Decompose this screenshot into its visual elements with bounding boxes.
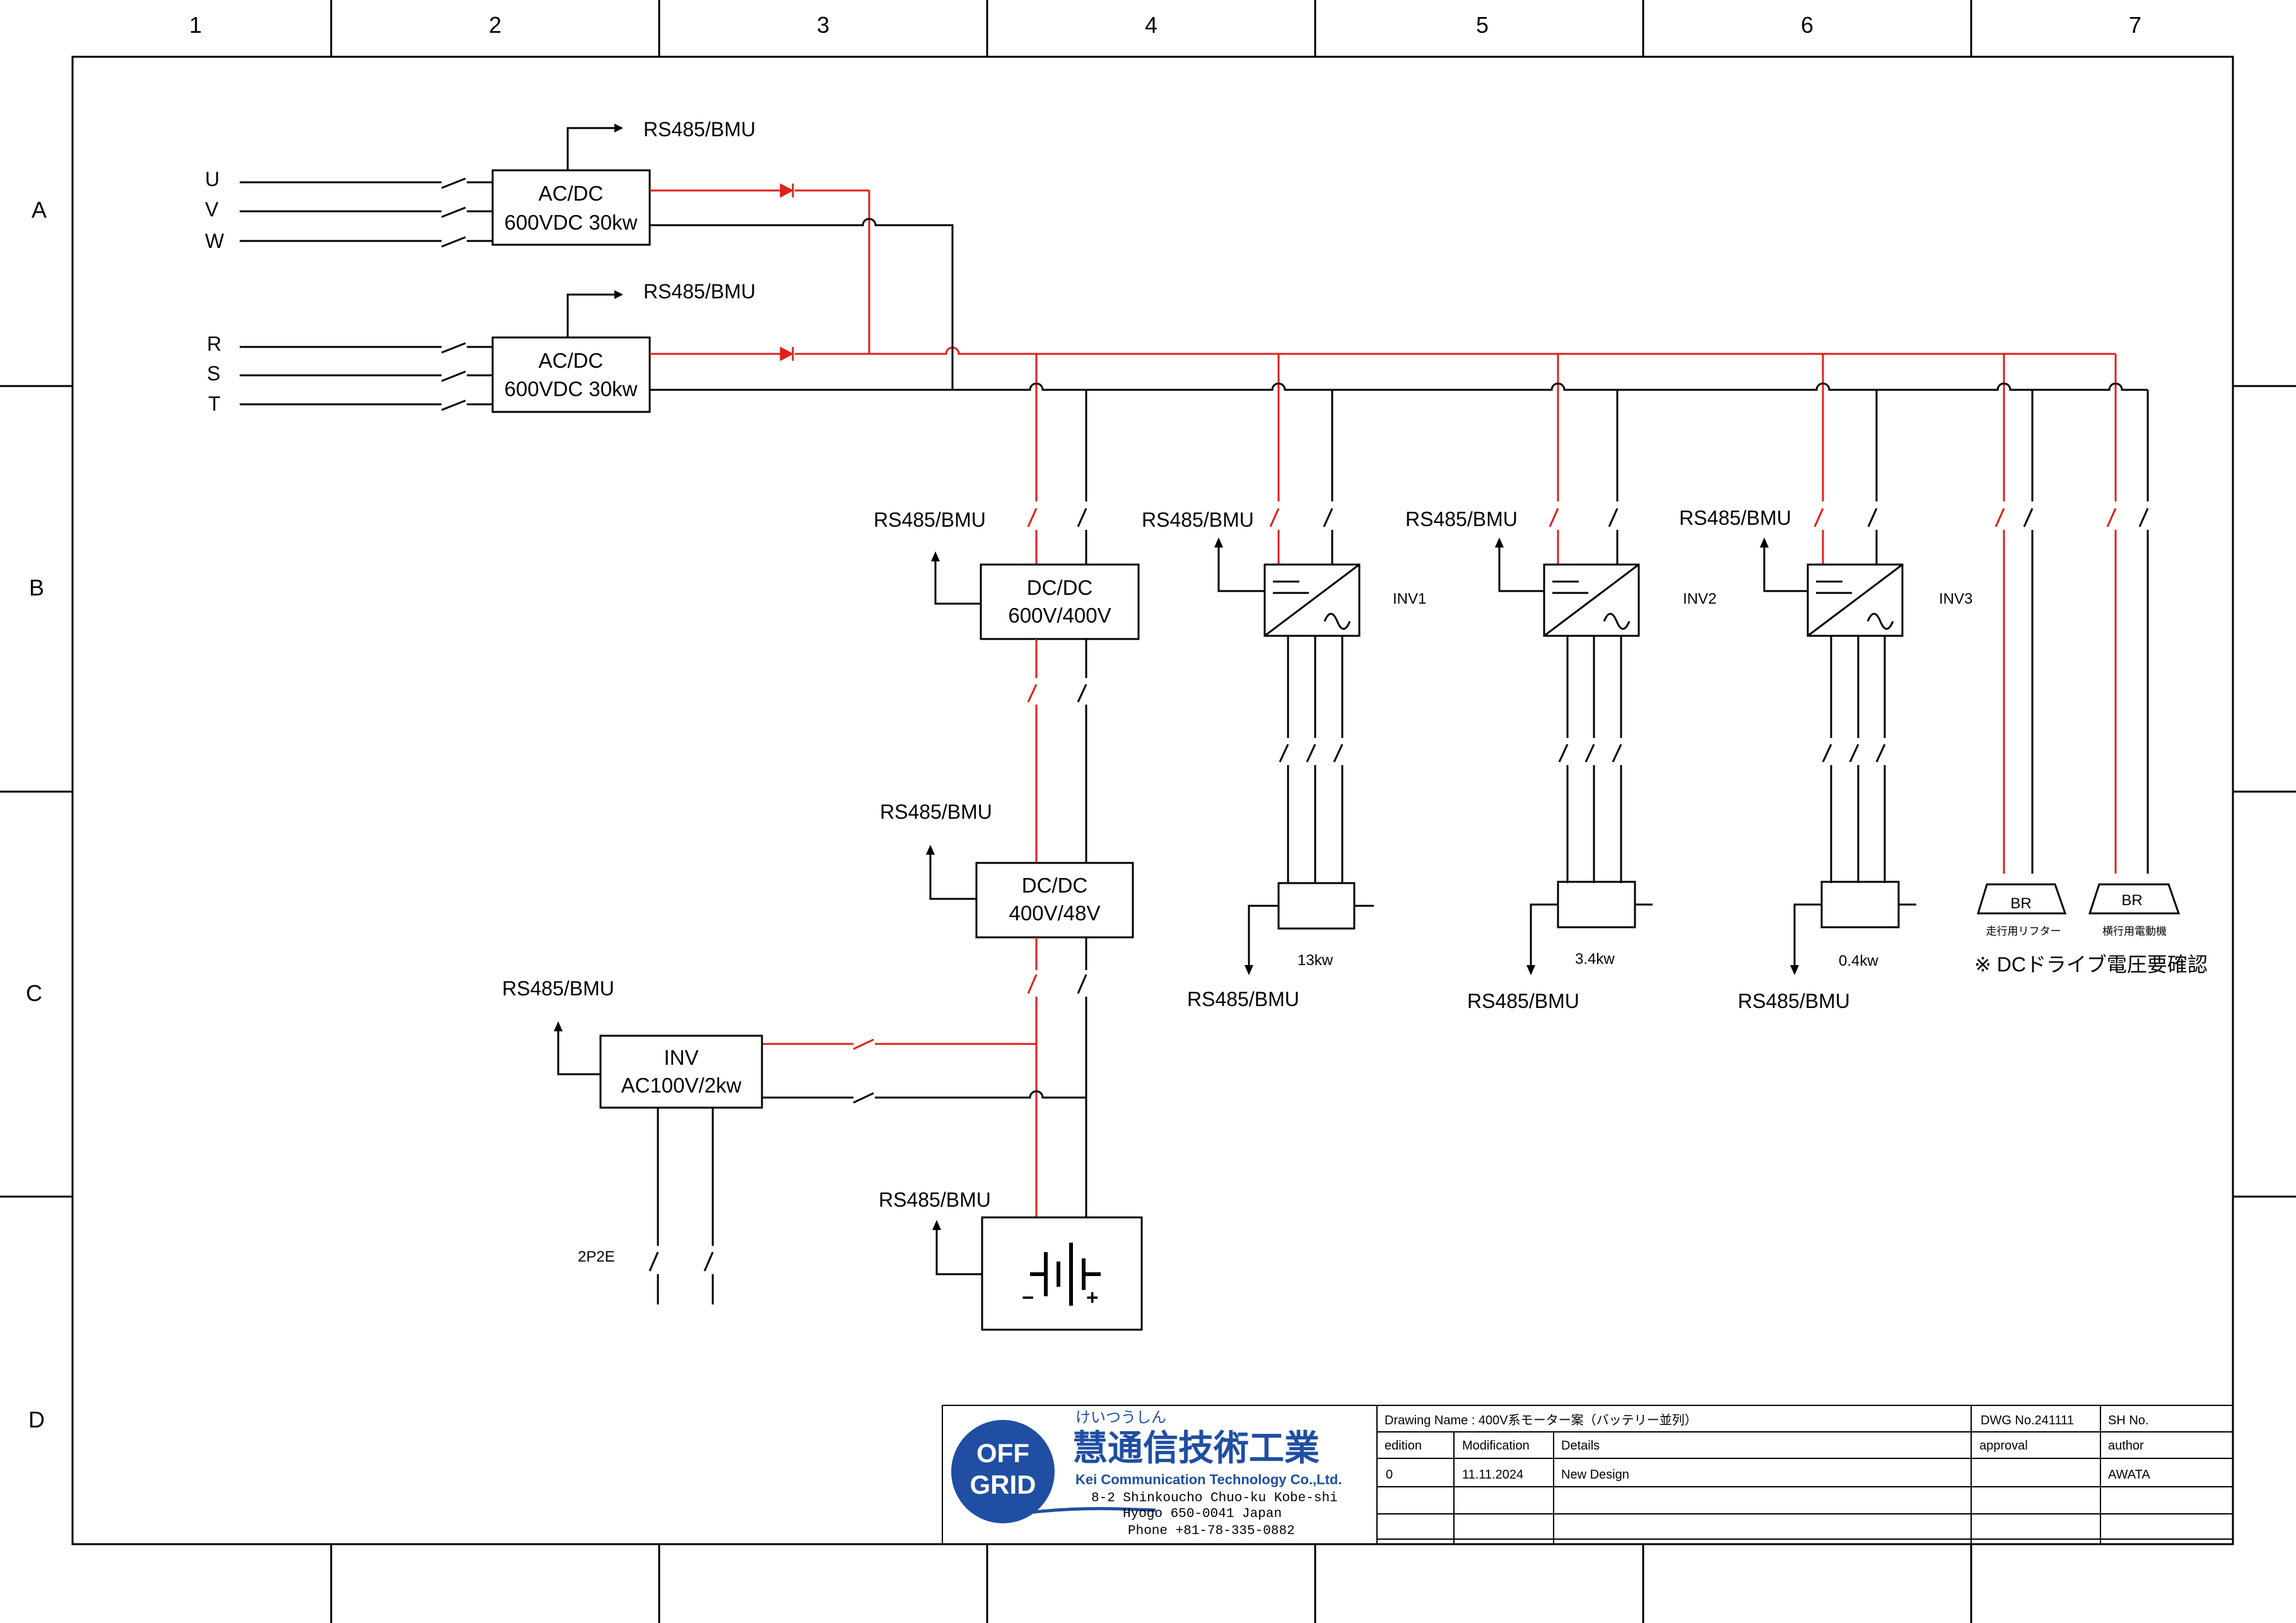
company-address-1: 8-2 Shinkoucho Chuo-ku Kobe-shi bbox=[1091, 1491, 1338, 1506]
title-block: OFF GRID けいつうしん 慧通信技術工業 Kei Communicatio… bbox=[942, 1405, 2234, 1545]
inverter-1: INV1 13kw RS485/BMU RS485/BMU bbox=[1142, 508, 1426, 1011]
dcdc-converter-600-400: DC/DC 600V/400V bbox=[980, 563, 1140, 640]
brake-1: BR 走行用リフター bbox=[1976, 883, 2067, 937]
header-edition: edition bbox=[1385, 1439, 1422, 1453]
phase-v-label: V bbox=[205, 198, 219, 221]
offgrid-logo: OFF GRID bbox=[951, 1420, 1156, 1523]
acdc-1-rating: 600VDC 30kw bbox=[505, 211, 638, 234]
header-author: author bbox=[2108, 1439, 2144, 1453]
dwg-no: DWG No.241111 bbox=[1981, 1414, 2074, 1427]
inverter-2-motor-kw: 3.4kw bbox=[1575, 951, 1615, 968]
dcdc1-rating: 600V/400V bbox=[1008, 604, 1111, 627]
brake-1-caption: 走行用リフター bbox=[1986, 925, 2061, 937]
phase-w-label: W bbox=[205, 230, 225, 252]
company-address-2: Hyogo 650-0041 Japan bbox=[1123, 1507, 1282, 1521]
grid-col-5: 5 bbox=[1476, 12, 1489, 38]
battery-plus: + bbox=[1086, 1286, 1098, 1309]
header-modification: Modification bbox=[1462, 1439, 1530, 1453]
inverter-1-motor-kw: 13kw bbox=[1297, 952, 1333, 969]
company-ruby: けいつうしん bbox=[1075, 1409, 1166, 1426]
ac-input-rst: R S T bbox=[207, 332, 493, 415]
brake-2-label: BR bbox=[2121, 892, 2142, 909]
row-author: AWATA bbox=[2108, 1468, 2150, 1482]
row-modification: 11.11.2024 bbox=[1462, 1468, 1523, 1482]
phase-u-label: U bbox=[205, 168, 220, 190]
battery: − + bbox=[981, 1216, 1143, 1331]
dcdc1-comm-label: RS485/BMU bbox=[874, 508, 986, 531]
inverter-3-name: INV3 bbox=[1939, 590, 1972, 607]
acdc-2-title: AC/DC bbox=[539, 349, 604, 372]
acdc-1-comm-label: RS485/BMU bbox=[643, 118, 756, 141]
grid-row-b: B bbox=[29, 575, 44, 601]
grid-row-a: A bbox=[32, 197, 47, 223]
branch-switches bbox=[1027, 508, 2149, 874]
inverter-2-comm-label: RS485/BMU bbox=[1405, 508, 1518, 530]
grid-col-6: 6 bbox=[1801, 12, 1813, 38]
grid-col-3: 3 bbox=[817, 12, 829, 38]
company-phone: Phone +81-78-335-0882 bbox=[1128, 1524, 1295, 1538]
brake-2-caption: 横行用電動機 bbox=[2102, 925, 2167, 937]
phase-t-label: T bbox=[208, 392, 221, 415]
acdc-converter-2: AC/DC 600VDC 30kw bbox=[491, 336, 651, 413]
acdc-2-rating: 600VDC 30kw bbox=[505, 377, 638, 401]
inverter-2-name: INV2 bbox=[1683, 590, 1716, 607]
dcdc2-title: DC/DC bbox=[1022, 874, 1088, 897]
battery-minus: − bbox=[1022, 1286, 1034, 1309]
drawing-name: Drawing Name : 400V系モーター案（バッテリー並列） bbox=[1385, 1413, 1697, 1427]
header-details: Details bbox=[1561, 1439, 1600, 1453]
motor-2-comm-label: RS485/BMU bbox=[1467, 990, 1579, 1012]
brake-1-label: BR bbox=[2010, 895, 2031, 912]
company-name-en: Kei Communication Technology Co.,Ltd. bbox=[1075, 1472, 1342, 1487]
dcdc-converter-400-48: DC/DC 400V/48V bbox=[975, 862, 1134, 939]
diodes bbox=[780, 183, 794, 361]
dc-bus-positive bbox=[650, 189, 2117, 501]
inverter-2: INV2 3.4kw RS485/BMU RS485/BMU bbox=[1405, 508, 1716, 1012]
dcdc1-title: DC/DC bbox=[1027, 576, 1093, 599]
grid-row-c: C bbox=[26, 980, 42, 1006]
header-approval: approval bbox=[1979, 1439, 2028, 1453]
inverter-3-comm-label: RS485/BMU bbox=[1679, 507, 1791, 529]
grid-col-1: 1 bbox=[189, 12, 202, 38]
inverter-ac100v: INV AC100V/2kw bbox=[599, 1034, 763, 1109]
brake-2: BR 横行用電動機 bbox=[2088, 883, 2181, 937]
company-name-jp: 慧通信技術工業 bbox=[1072, 1428, 1320, 1468]
logo-top-text: OFF bbox=[976, 1438, 1029, 1468]
inverter-3: INV3 0.4kw RS485/BMU RS485/BMU bbox=[1679, 507, 1972, 1012]
phase-r-label: R bbox=[207, 332, 221, 355]
motor-3-comm-label: RS485/BMU bbox=[1738, 990, 1850, 1012]
dcdc2-rating: 400V/48V bbox=[1009, 901, 1101, 925]
grid-col-2: 2 bbox=[489, 12, 501, 38]
dc-drive-note: ※ DCドライブ電圧要確認 bbox=[1974, 953, 2208, 976]
grid-col-7: 7 bbox=[2129, 12, 2141, 38]
grid-col-4: 4 bbox=[1145, 12, 1157, 38]
acdc-1-title: AC/DC bbox=[539, 182, 604, 205]
inverter-1-comm-label: RS485/BMU bbox=[1142, 508, 1254, 531]
inv-ac-comm-label: RS485/BMU bbox=[502, 977, 614, 1000]
acdc-2-comm-label: RS485/BMU bbox=[643, 280, 756, 303]
ac-input-uvw: U V W bbox=[205, 168, 493, 252]
dcdc2-comm-label: RS485/BMU bbox=[880, 800, 992, 823]
row-details: New Design bbox=[1561, 1468, 1629, 1482]
phase-s-label: S bbox=[207, 362, 220, 385]
motor-1-comm-label: RS485/BMU bbox=[1187, 988, 1299, 1011]
inverter-1-name: INV1 bbox=[1393, 590, 1426, 607]
inverter-3-motor-kw: 0.4kw bbox=[1839, 952, 1878, 970]
logo-bottom-text: GRID bbox=[970, 1470, 1036, 1499]
dc-bus-negative bbox=[650, 218, 2149, 501]
sh-no: SH No. bbox=[2108, 1414, 2148, 1427]
outlet-label: 2P2E bbox=[578, 1248, 615, 1265]
grid-row-d: D bbox=[28, 1407, 45, 1433]
inv-ac-title: INV bbox=[664, 1046, 698, 1069]
inv-ac-rating: AC100V/2kw bbox=[621, 1074, 742, 1097]
acdc-converter-1: AC/DC 600VDC 30kw bbox=[491, 169, 651, 246]
row-edition: 0 bbox=[1386, 1468, 1393, 1482]
battery-comm-label: RS485/BMU bbox=[879, 1188, 991, 1211]
